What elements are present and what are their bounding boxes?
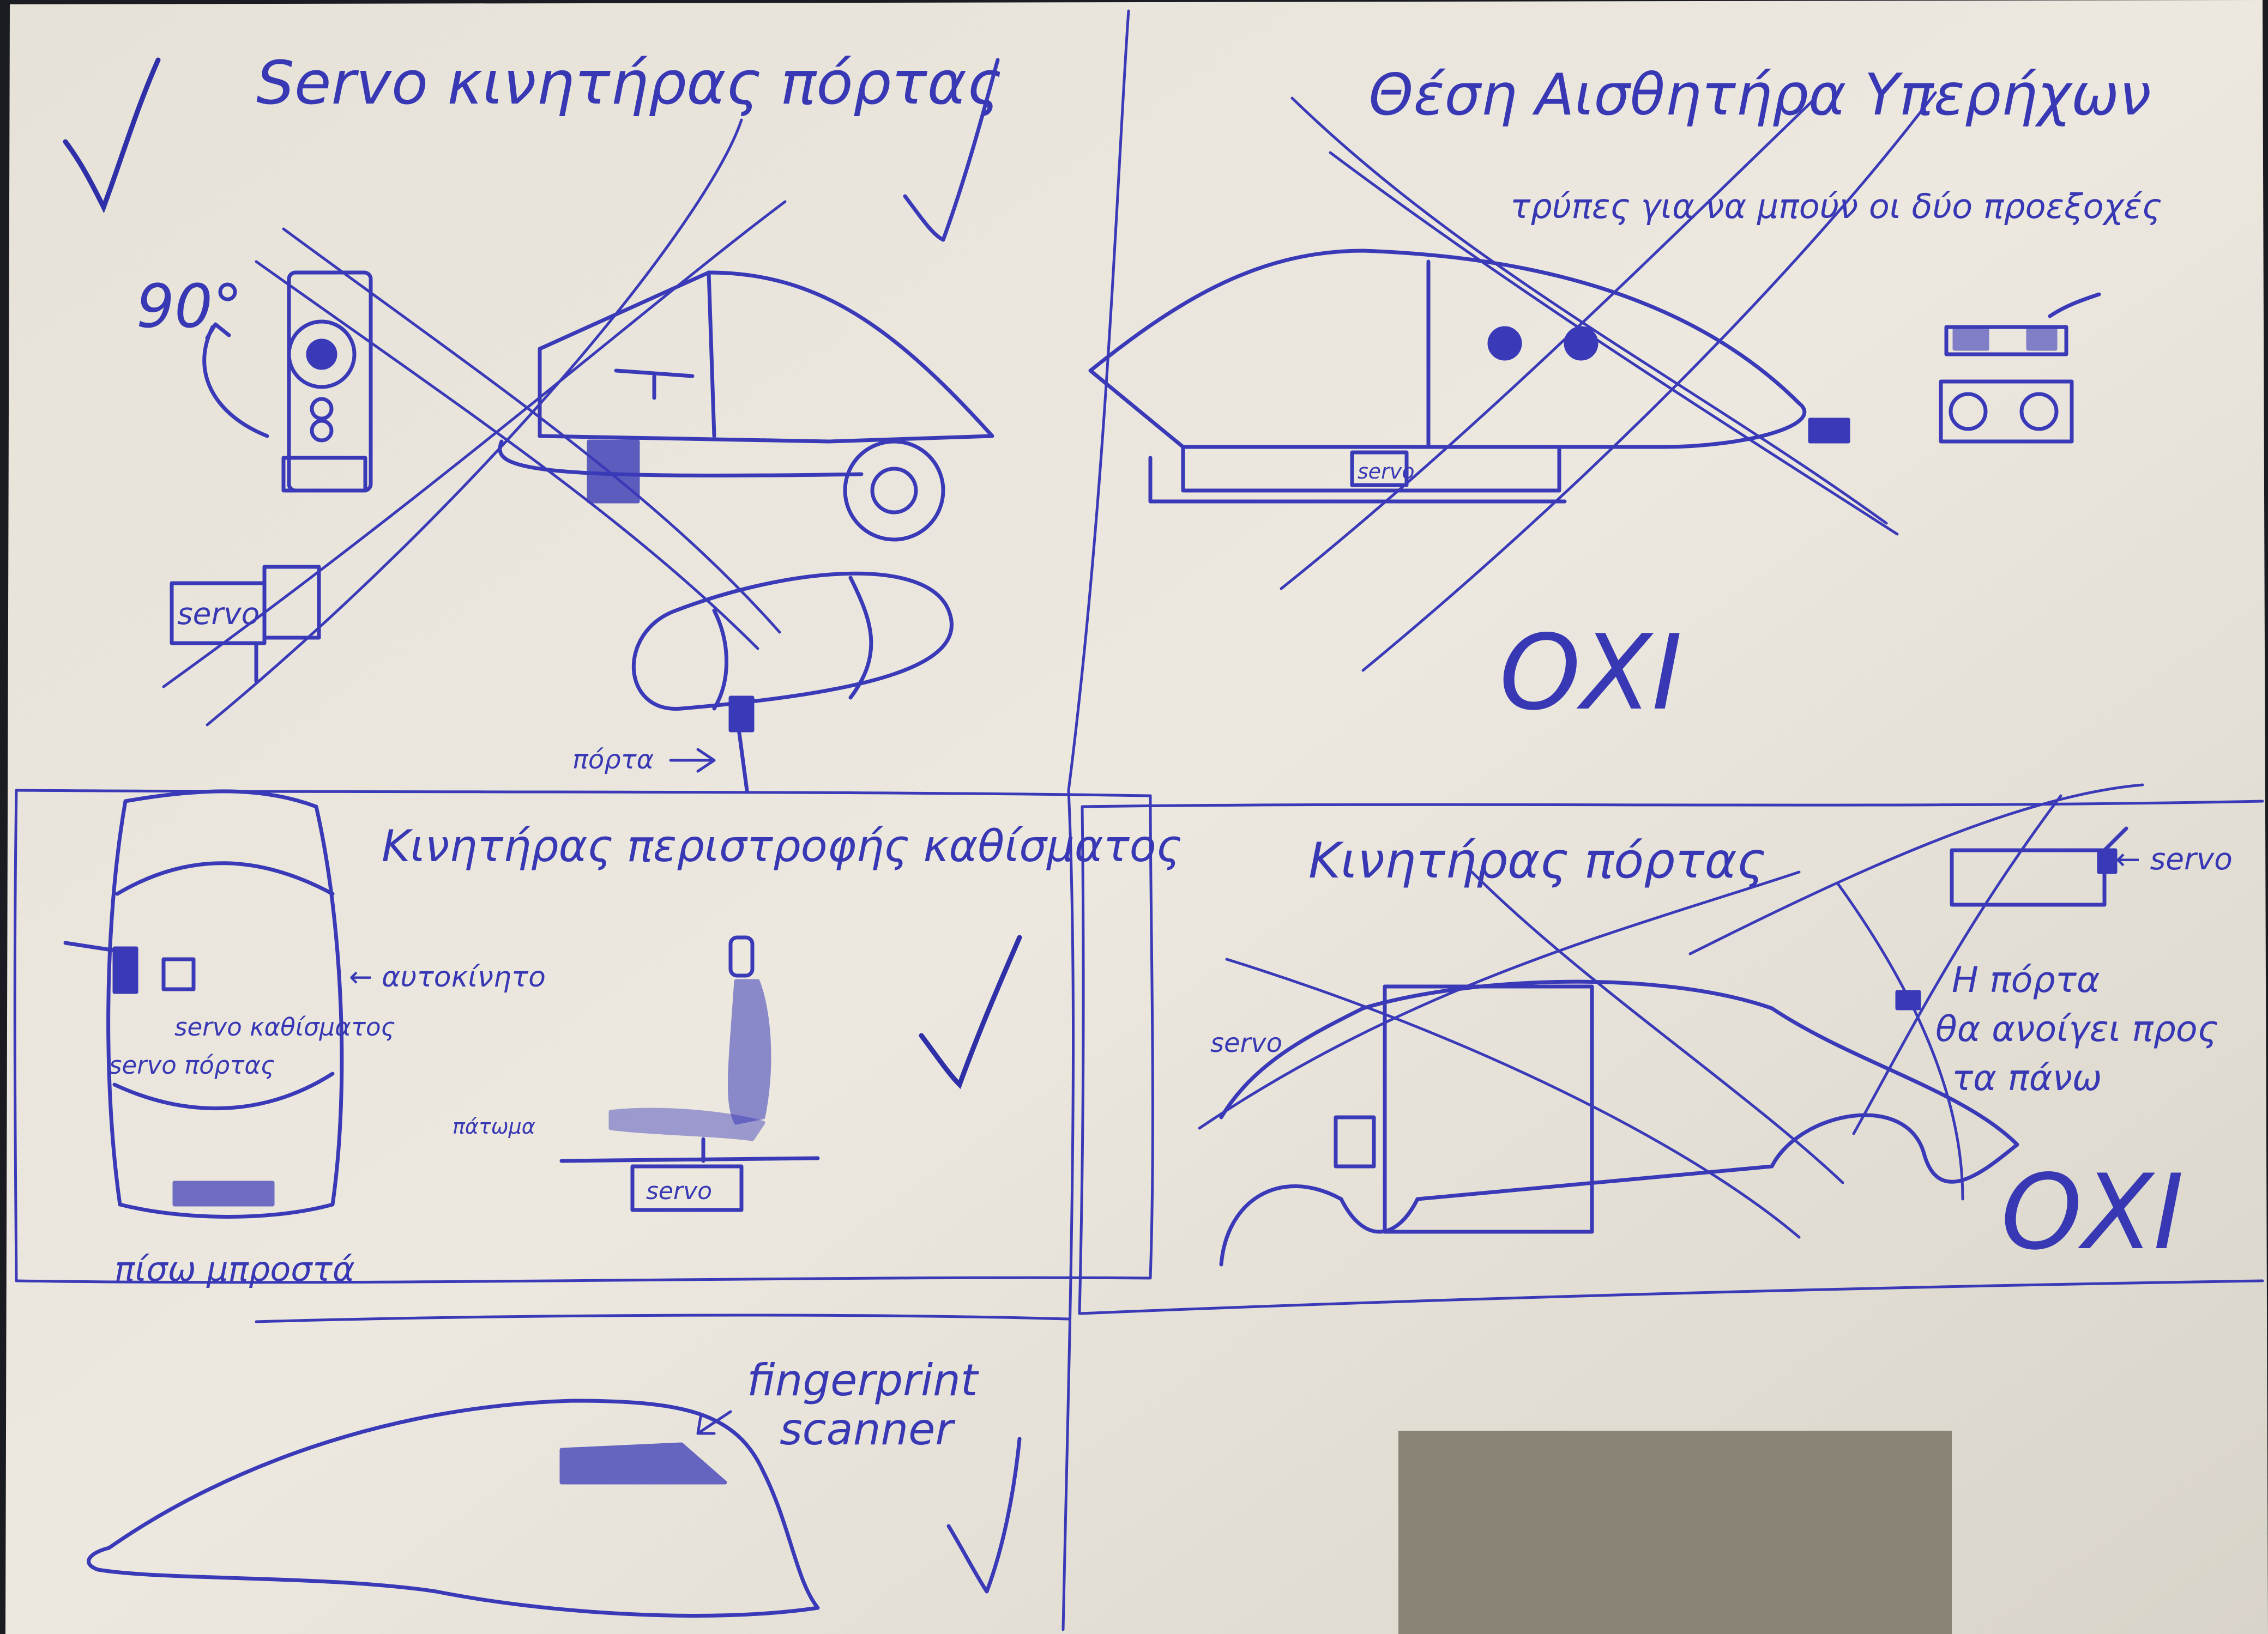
panel-3-title: Κινητήρας περιστροφής καθίσματος (382, 821, 1182, 872)
servo-label: servo (177, 596, 260, 631)
fingerprint-label-line-1: fingerprint (747, 1355, 979, 1406)
panel-ultrasonic-sensor: Θέση Αισθητήρα Υπερήχων τρύπες για να μπ… (1088, 62, 2162, 733)
cross-out-lines (1280, 91, 1937, 672)
paper-sheet (5, 0, 2268, 1634)
car-top-outline-drawing (63, 789, 344, 1219)
servo-label: servo (1358, 459, 1415, 483)
door-label: πόρτα (572, 745, 654, 775)
servo-box-drawing (170, 565, 321, 683)
check-mark-icon (63, 57, 161, 214)
redacted-area (1398, 1431, 1952, 1634)
door-note-line-1: Η πόρτα (1952, 960, 2100, 1001)
servo-seat-label: servo καθίσματος (174, 1013, 395, 1042)
floor-label: πάτωμα (453, 1115, 535, 1139)
car-silhouette-drawing (87, 1399, 820, 1618)
servo-left-label: servo (1210, 1028, 1282, 1058)
panel-seat-rotation-motor: Κινητήρας περιστροφής καθίσματος ← αυτοκ… (63, 789, 1182, 1289)
panel-door-motor: Κινητήρας πόρτας ← servo servo Η πόρτα θ… (1198, 783, 2233, 1273)
door-note-line-3: τα πάνω (1952, 1058, 2102, 1099)
panel-servo-door-motor: Servo κινητήρας πόρτας 90° (63, 48, 1002, 792)
arrow-right-icon (669, 748, 716, 773)
fingerprint-label-line-2: scanner (780, 1404, 956, 1455)
servo-body-drawing (281, 270, 373, 493)
servo-label: servo (646, 1177, 712, 1205)
car-side-drawing (1219, 826, 2128, 1267)
car-label: ← αυτοκίνητο (349, 961, 546, 994)
arrow-icon (696, 1410, 732, 1435)
no-label: ΟΧΙ (2001, 1152, 2184, 1273)
check-mark-icon (919, 935, 1022, 1090)
car-side-drawing (498, 270, 994, 542)
check-mark-icon (946, 1437, 1022, 1594)
rotation-arrow-icon (202, 322, 269, 438)
check-mark-icon (903, 58, 1000, 242)
panel-fingerprint-scanner: fingerprint scanner (87, 1355, 1022, 1618)
no-label: ΟΧΙ (1499, 613, 1682, 733)
servo-door-label: servo πόρτας (109, 1051, 275, 1080)
panel-2-title: Θέση Αισθητήρα Υπερήχων (1368, 62, 2151, 128)
car-front-drawing (1088, 249, 1850, 504)
angle-label: 90° (136, 271, 243, 341)
panel-1-title: Servo κινητήρας πόρτας (256, 48, 1002, 118)
sensor-detail-drawing (1939, 292, 2101, 444)
sensor-note: τρύπες για να μπούν οι δύο προεξοχές (1510, 186, 2162, 226)
door-note-line-2: θα ανοίγει προς (1935, 1009, 2218, 1050)
seat-drawing (559, 935, 820, 1212)
servo-top-label: ← servo (2115, 842, 2233, 876)
car-top-view-drawing (632, 571, 954, 792)
panel-4-title: Κινητήρας πόρτας (1308, 832, 1766, 889)
cross-out-lines (162, 118, 787, 727)
cross-out-lines (1198, 783, 2144, 1239)
back-front-label: πίσω μπροστά (114, 1249, 355, 1289)
